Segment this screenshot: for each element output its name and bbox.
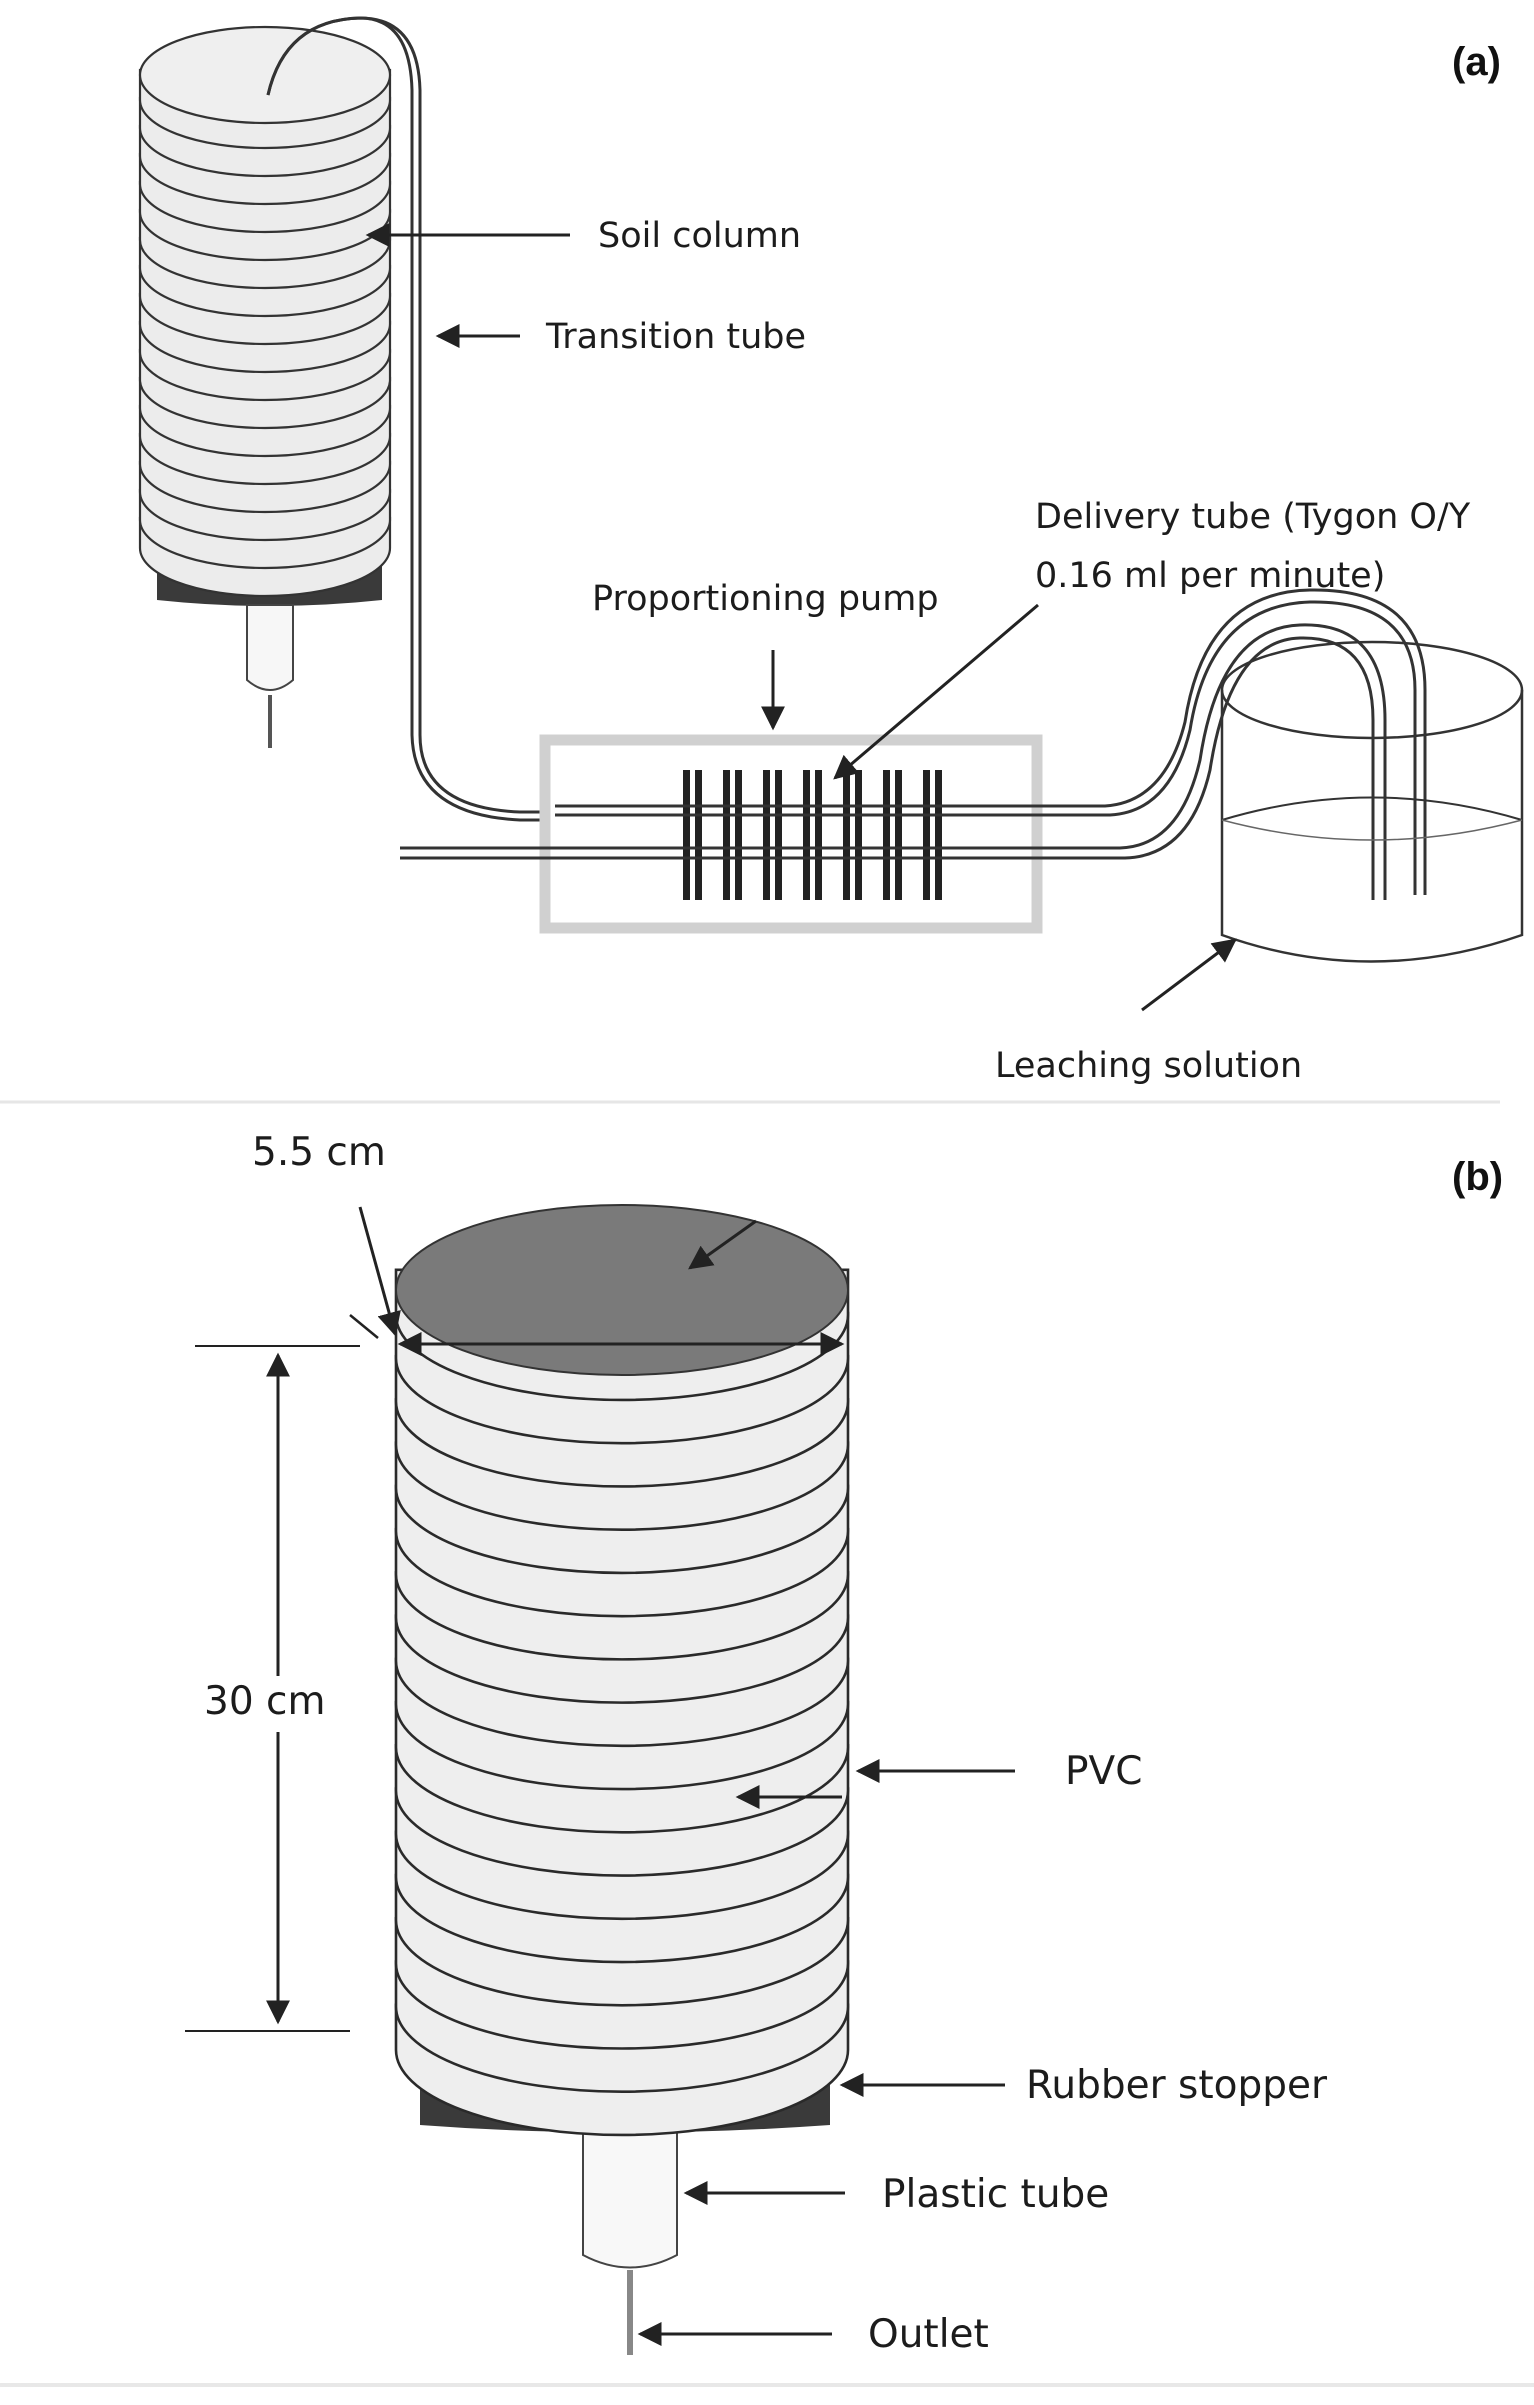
pump-roller-bar [763,770,770,900]
label-leaching-solution: Leaching solution [995,1046,1302,1086]
pump-roller-bar [923,770,930,900]
label-proportioning-pump: Proportioning pump [592,579,939,619]
label-transition-tube: Transition tube [545,317,806,357]
column-top-b [395,1204,849,1376]
label-soil-column: Soil column [598,216,801,256]
pump-roller-bar [735,770,742,900]
panel-a: (a) [138,16,1524,1086]
pump-roller-bar [803,770,810,900]
pump-roller-bar [683,770,690,900]
label-diameter: 5.5 cm [252,1130,386,1175]
transition-tube-inner [266,16,560,814]
proportioning-pump [539,734,1043,934]
label-height: 30 cm [204,1679,325,1724]
delivery-tube-lower [400,623,1387,900]
pump-roller-bar [883,770,890,900]
plastic-tube-b [582,2129,678,2269]
label-plastic-tube: Plastic tube [882,2172,1109,2217]
arrow-diameter-left [358,1206,401,1337]
arrow-leaching-solution [1141,938,1237,1012]
pump-roller-bar [843,770,850,900]
pump-roller-bar [855,770,862,900]
pump-roller-bar [895,770,902,900]
label-delivery-tube-2: 0.16 ml per minute) [1035,556,1385,596]
delivery-tube-lower-inner [400,636,1375,900]
pump-frame [539,734,1043,934]
column-top-a [138,25,392,125]
column-rings-a [138,68,392,598]
delivery-tube-upper [555,600,1417,895]
label-rubber-stopper: Rubber stopper [1026,2063,1328,2108]
pump-roller-bar [695,770,702,900]
pump-roller-bar [935,770,942,900]
panel-a-label: (a) [1452,40,1501,84]
pump-roller-bar [815,770,822,900]
label-outlet: Outlet [868,2312,989,2357]
pump-roller-bar [723,770,730,900]
panel-b-label: (b) [1452,1155,1503,1199]
soil-column-a [138,25,392,748]
label-pvc: PVC [1065,1749,1142,1794]
arrow-delivery-tube [833,603,1039,780]
beaker-rim [1220,640,1524,740]
column-rings-b [394,1268,850,2137]
diameter-tick [349,1314,379,1339]
soil-column-b [394,1204,850,2355]
label-delivery-tube-1: Delivery tube (Tygon O/Y [1035,497,1471,537]
delivery-tube-upper-inner [555,588,1427,895]
pump-roller-bar [775,770,782,900]
solution-surface-front [1221,819,1523,841]
solution-surface [1221,796,1523,821]
pump-rollers [683,770,942,900]
arrow-diameter-top [688,1219,757,1270]
panel-b: (b) 5.5 cm 30 cm PVC Rubber stopper [185,1130,1503,2357]
beaker [1220,640,1524,963]
plastic-tube-a [246,604,294,691]
height-label-bg [200,1676,350,1732]
beaker-body [1220,690,1524,963]
